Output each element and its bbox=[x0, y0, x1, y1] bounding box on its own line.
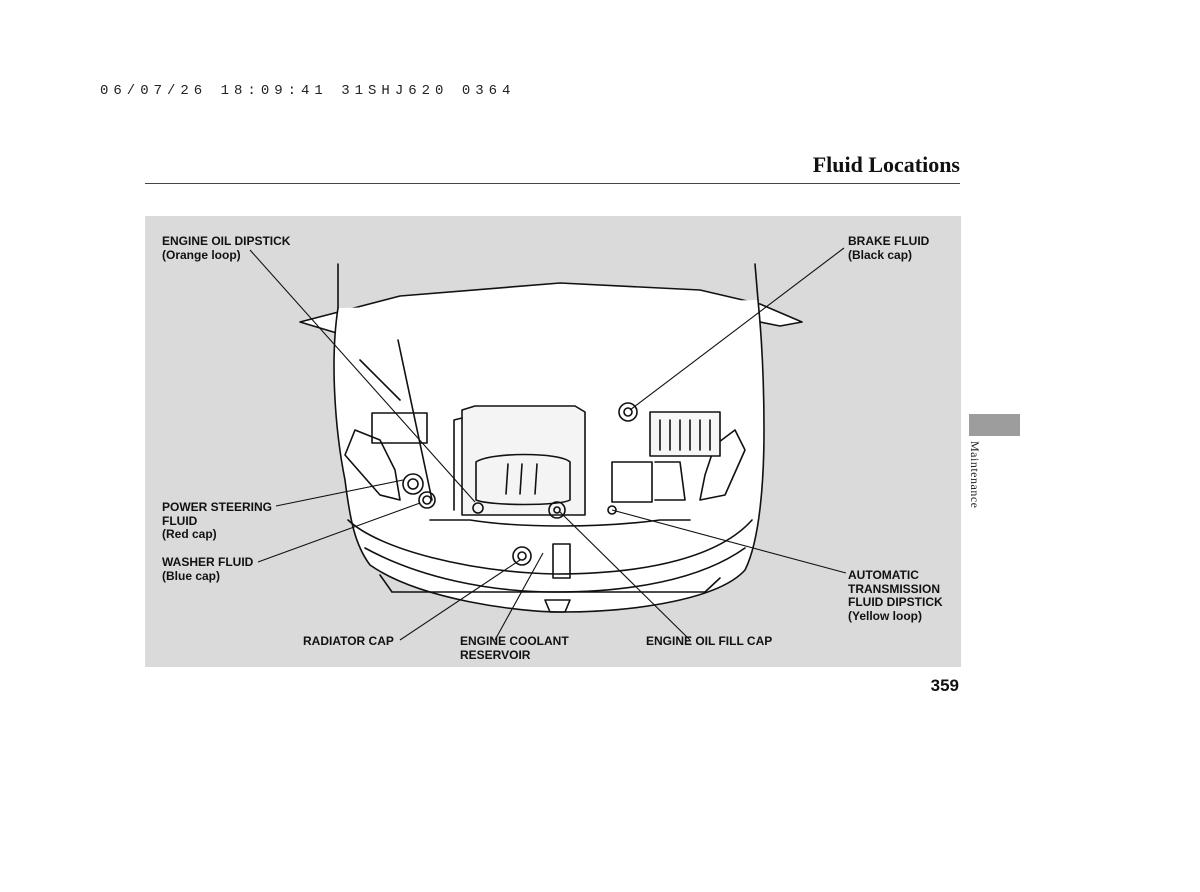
label-line: ENGINE COOLANT bbox=[460, 634, 569, 648]
page-title: Fluid Locations bbox=[812, 152, 960, 177]
label-line: (Black cap) bbox=[848, 247, 913, 262]
label-line: AUTOMATIC bbox=[848, 568, 919, 582]
page-number: 359 bbox=[930, 676, 959, 695]
label-line: ENGINE OIL DIPSTICK bbox=[162, 234, 291, 248]
label-line: RADIATOR CAP bbox=[303, 634, 394, 648]
label-line: (Yellow loop) bbox=[848, 608, 922, 623]
label-engine-oil-dipstick: ENGINE OIL DIPSTICK (Orange loop) bbox=[162, 234, 291, 262]
label-power-steering-fluid: POWER STEERING FLUID (Red cap) bbox=[162, 500, 273, 542]
label-line: (Blue cap) bbox=[162, 568, 221, 583]
label-line: FLUID bbox=[162, 513, 198, 528]
print-code: 06/07/26 18:09:41 31SHJ620 0364 bbox=[100, 83, 516, 99]
label-line: WASHER FLUID bbox=[162, 555, 254, 569]
label-line: FLUID DIPSTICK bbox=[848, 595, 943, 609]
section-label: Maintenance bbox=[968, 441, 982, 509]
label-engine-coolant-reservoir: ENGINE COOLANT RESERVOIR bbox=[460, 634, 569, 662]
label-atf-dipstick: AUTOMATIC TRANSMISSION FLUID DIPSTICK (Y… bbox=[848, 568, 943, 623]
label-line: ENGINE OIL FILL CAP bbox=[646, 634, 773, 648]
label-line: BRAKE FLUID bbox=[848, 234, 930, 248]
title-rule bbox=[145, 183, 960, 184]
label-engine-oil-fill-cap: ENGINE OIL FILL CAP bbox=[646, 634, 773, 649]
label-line: (Red cap) bbox=[162, 527, 217, 541]
label-brake-fluid: BRAKE FLUID (Black cap) bbox=[848, 234, 930, 262]
label-line: (Orange loop) bbox=[162, 247, 241, 262]
label-line: TRANSMISSION bbox=[848, 581, 941, 596]
label-washer-fluid: WASHER FLUID (Blue cap) bbox=[162, 555, 254, 583]
label-radiator-cap: RADIATOR CAP bbox=[303, 634, 394, 649]
section-tab bbox=[969, 414, 1020, 436]
label-line: POWER STEERING bbox=[162, 500, 273, 514]
label-line: RESERVOIR bbox=[460, 647, 531, 662]
